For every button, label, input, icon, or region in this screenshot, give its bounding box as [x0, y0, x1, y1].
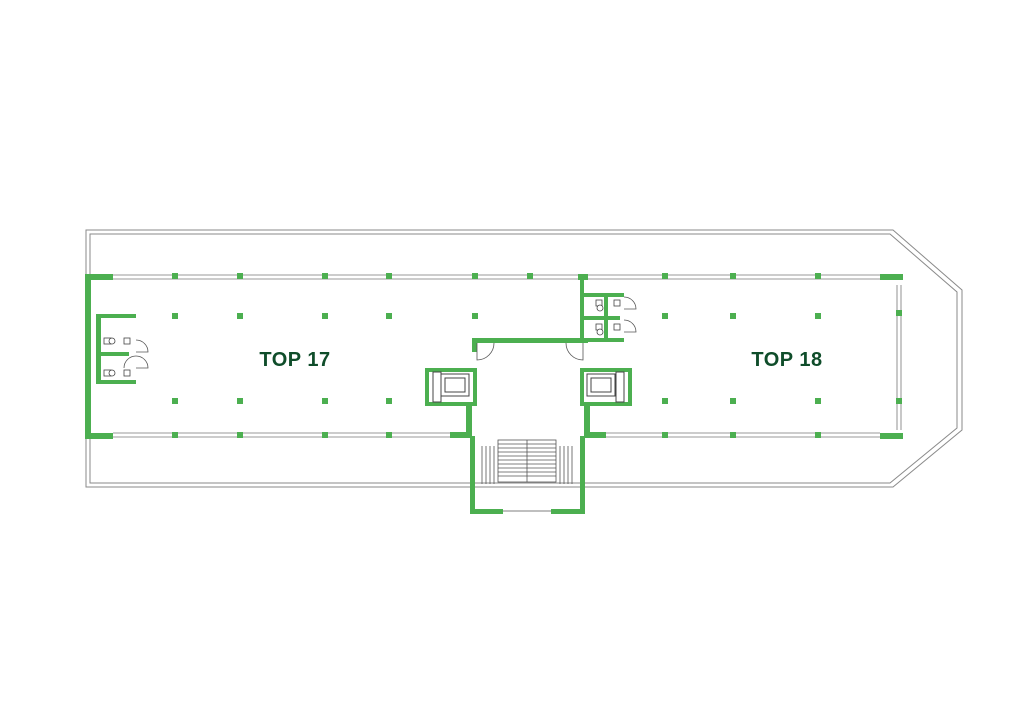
- column: [730, 313, 736, 319]
- column: [322, 398, 328, 404]
- column: [662, 432, 668, 438]
- column: [472, 313, 478, 319]
- structural-walls: [85, 274, 903, 514]
- column: [322, 273, 328, 279]
- column: [172, 313, 178, 319]
- column: [815, 432, 821, 438]
- structural-columns: [172, 273, 902, 438]
- column: [662, 273, 668, 279]
- column: [237, 273, 243, 279]
- column: [386, 432, 392, 438]
- column: [730, 273, 736, 279]
- staircase: [481, 439, 573, 512]
- column: [322, 313, 328, 319]
- column: [730, 398, 736, 404]
- column: [662, 313, 668, 319]
- column: [237, 313, 243, 319]
- column: [662, 398, 668, 404]
- column: [322, 432, 328, 438]
- column: [172, 398, 178, 404]
- toilet-fixtures: [103, 299, 621, 377]
- unit-label-top-18: TOP 18: [751, 349, 822, 371]
- column: [386, 313, 392, 319]
- column: [237, 432, 243, 438]
- column: [472, 273, 478, 279]
- column: [386, 398, 392, 404]
- column: [896, 310, 902, 316]
- column: [172, 273, 178, 279]
- column: [815, 398, 821, 404]
- core-detail: [432, 371, 625, 403]
- door-swings: [123, 296, 637, 369]
- unit-label-top-17: TOP 17: [259, 349, 330, 371]
- facade-windows: [113, 274, 902, 438]
- column: [527, 273, 533, 279]
- terrace-outline: [85, 229, 963, 488]
- column: [386, 273, 392, 279]
- column: [172, 432, 178, 438]
- column: [815, 313, 821, 319]
- column: [730, 432, 736, 438]
- column: [815, 273, 821, 279]
- column: [896, 398, 902, 404]
- column: [237, 398, 243, 404]
